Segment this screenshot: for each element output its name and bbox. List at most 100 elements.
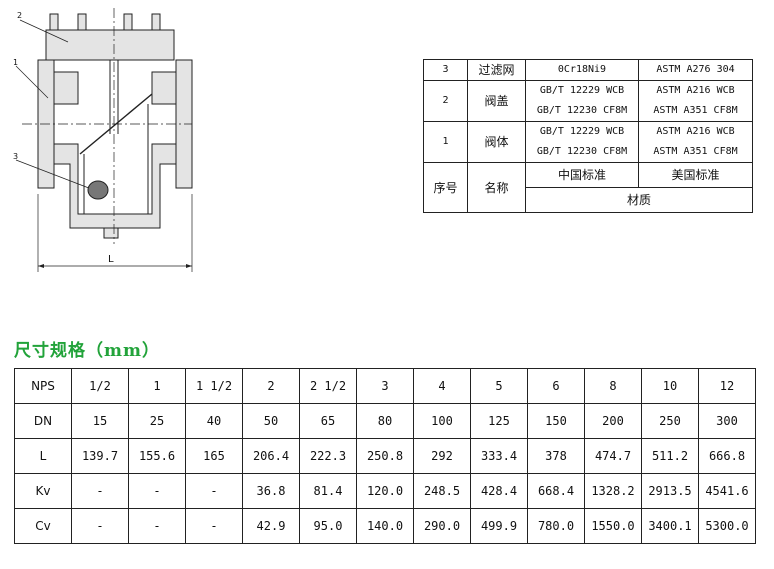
table-cell: 50 bbox=[242, 403, 300, 439]
table-cell: 222.3 bbox=[299, 438, 357, 474]
drain-plug bbox=[103, 227, 119, 239]
table-cell: - bbox=[128, 473, 186, 509]
material-cn-line: GB/T 12229 WCB bbox=[539, 126, 625, 137]
table-cell: 248.5 bbox=[413, 473, 471, 509]
table-cell: 15 bbox=[71, 403, 129, 439]
filter-element bbox=[87, 180, 109, 200]
header-us-std: 美国标准 bbox=[638, 162, 753, 188]
table-cell: 333.4 bbox=[470, 438, 528, 474]
table-cell: 4541.6 bbox=[698, 473, 756, 509]
callout-1: 1 bbox=[13, 58, 18, 67]
material-no: 1 bbox=[423, 121, 468, 163]
table-cell: 6 bbox=[527, 368, 585, 404]
row-label: DN bbox=[14, 403, 72, 439]
dimension-label: L bbox=[108, 254, 114, 265]
table-cell: 100 bbox=[413, 403, 471, 439]
table-cell: 42.9 bbox=[242, 508, 300, 544]
table-cell: 5 bbox=[470, 368, 528, 404]
table-cell: 250.8 bbox=[356, 438, 414, 474]
table-cell: 378 bbox=[527, 438, 585, 474]
table-header-row: 序号 名称 中国标准 美国标准 bbox=[423, 162, 753, 213]
table-cell: 140.0 bbox=[356, 508, 414, 544]
table-cell: 300 bbox=[698, 403, 756, 439]
material-us-std: ASTM A216 WCB ASTM A351 CF8M bbox=[638, 121, 753, 163]
material-cn-line: GB/T 12229 WCB bbox=[539, 85, 625, 96]
table-cell: 125 bbox=[470, 403, 528, 439]
table-cell: 81.4 bbox=[299, 473, 357, 509]
table-header-row: 材质 bbox=[424, 187, 753, 213]
strainer-drawing: 2 1 3 L bbox=[13, 8, 193, 272]
table-cell: 780.0 bbox=[527, 508, 585, 544]
table-cell: 12 bbox=[698, 368, 756, 404]
table-cell: 165 bbox=[185, 438, 243, 474]
material-name: 阀体 bbox=[467, 121, 526, 163]
table-cell: 2913.5 bbox=[641, 473, 699, 509]
table-cell: - bbox=[128, 508, 186, 544]
table-cell: 1 bbox=[128, 368, 186, 404]
table-cell: 474.7 bbox=[584, 438, 642, 474]
material-name: 阀盖 bbox=[467, 80, 526, 122]
material-us-line: ASTM A216 WCB bbox=[656, 126, 735, 137]
table-cell: 1328.2 bbox=[584, 473, 642, 509]
bonnet bbox=[45, 29, 175, 61]
material-cn-line: GB/T 12230 CF8M bbox=[536, 105, 628, 116]
table-cell: - bbox=[71, 508, 129, 544]
table-cell: 511.2 bbox=[641, 438, 699, 474]
header-no: 序号 bbox=[423, 162, 468, 213]
table-cell: 139.7 bbox=[71, 438, 129, 474]
table-cell: 40 bbox=[185, 403, 243, 439]
table-cell: 668.4 bbox=[527, 473, 585, 509]
table-cell: 10 bbox=[641, 368, 699, 404]
callout-2: 2 bbox=[17, 11, 22, 20]
material-us-line: ASTM A351 CF8M bbox=[653, 146, 738, 157]
material-cn-std: 0Cr18Ni9 bbox=[525, 59, 639, 81]
table-cell: - bbox=[71, 473, 129, 509]
table-cell: 4 bbox=[413, 368, 471, 404]
table-cell: 428.4 bbox=[470, 473, 528, 509]
row-label: NPS bbox=[14, 368, 72, 404]
table-cell: 3400.1 bbox=[641, 508, 699, 544]
table-cell: 120.0 bbox=[356, 473, 414, 509]
material-us-line: ASTM A216 WCB bbox=[656, 85, 735, 96]
table-cell: 666.8 bbox=[698, 438, 756, 474]
material-no: 3 bbox=[423, 59, 468, 81]
table-cell: 1 1/2 bbox=[185, 368, 243, 404]
table-cell: 8 bbox=[584, 368, 642, 404]
table-cell: 290.0 bbox=[413, 508, 471, 544]
table-cell: 80 bbox=[356, 403, 414, 439]
table-cell: 2 1/2 bbox=[299, 368, 357, 404]
table-cell: - bbox=[185, 473, 243, 509]
callout-3: 3 bbox=[13, 152, 18, 161]
table-cell: 95.0 bbox=[299, 508, 357, 544]
material-cn-std: GB/T 12229 WCB GB/T 12230 CF8M bbox=[525, 80, 639, 122]
table-cell: 3 bbox=[356, 368, 414, 404]
table-cell: 65 bbox=[299, 403, 357, 439]
header-cn-std: 中国标准 bbox=[525, 162, 639, 188]
row-label: Cv bbox=[14, 508, 72, 544]
table-cell: 292 bbox=[413, 438, 471, 474]
table-cell: 36.8 bbox=[242, 473, 300, 509]
table-cell: 1550.0 bbox=[584, 508, 642, 544]
table-cell: 250 bbox=[641, 403, 699, 439]
table-cell: 206.4 bbox=[242, 438, 300, 474]
table-row: 3 过滤网 0Cr18Ni9 ASTM A276 304 bbox=[423, 59, 753, 81]
body-wall bbox=[53, 71, 79, 105]
material-no: 2 bbox=[423, 80, 468, 122]
table-cell: - bbox=[185, 508, 243, 544]
table-row: 2 阀盖 GB/T 12229 WCB GB/T 12230 CF8M ASTM… bbox=[423, 80, 753, 122]
section-title: 尺寸规格（mm） bbox=[14, 341, 160, 361]
material-cn-line: GB/T 12230 CF8M bbox=[536, 146, 628, 157]
body-wall bbox=[151, 71, 177, 105]
table-cell: 5300.0 bbox=[698, 508, 756, 544]
row-label: L bbox=[14, 438, 72, 474]
material-name: 过滤网 bbox=[467, 59, 526, 81]
row-label: Kv bbox=[14, 473, 72, 509]
table-cell: 155.6 bbox=[128, 438, 186, 474]
table-row: 1 阀体 GB/T 12229 WCB GB/T 12230 CF8M ASTM… bbox=[423, 121, 753, 163]
